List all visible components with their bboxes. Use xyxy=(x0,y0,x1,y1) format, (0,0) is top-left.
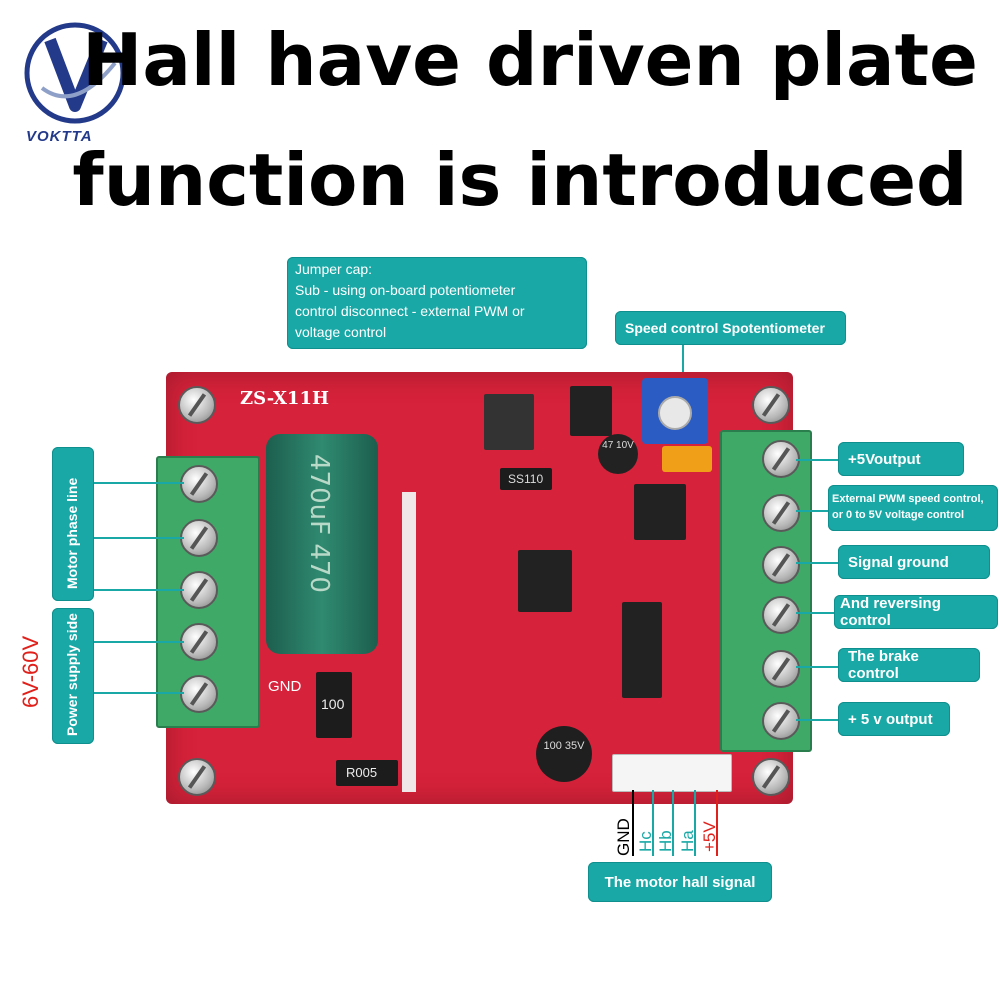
driver-board: ZS-X11H SS110 47 10V 470uF 470 100 GND R… xyxy=(166,372,793,804)
jumper-cap[interactable] xyxy=(662,446,712,472)
plus5-output-2-label: + 5 v output xyxy=(838,702,950,736)
pwm-control-label: External PWM speed control, or 0 to 5V v… xyxy=(828,485,998,531)
jumper-note-line-2: Sub - using on-board potentiometer xyxy=(295,282,516,298)
heatsink xyxy=(402,492,416,792)
plus5-output-label: +5Voutput xyxy=(838,442,964,476)
big-cap-label: 470uF 470 xyxy=(304,454,334,593)
voltage-range-label: 6V-60V xyxy=(18,635,43,708)
speed-pot-line xyxy=(682,345,684,395)
gnd-silkscreen: GND xyxy=(268,678,302,695)
pwm-line-2: or 0 to 5V voltage control xyxy=(832,509,965,521)
hall-wire-gnd xyxy=(632,790,634,856)
left-terminal-screw-2-icon[interactable] xyxy=(180,519,218,557)
r3-line xyxy=(796,562,838,564)
hall-wire-ha xyxy=(694,790,696,856)
reversing-control-label: And reversing control xyxy=(834,595,998,629)
right-terminal-block xyxy=(720,430,812,752)
hall-wire-hc xyxy=(652,790,654,856)
jumper-note: Jumper cap: Sub - using on-board potenti… xyxy=(287,257,587,349)
left-terminal-screw-5-icon[interactable] xyxy=(180,675,218,713)
terminal-mc: MC xyxy=(104,564,139,589)
hall-wire-5v xyxy=(716,790,718,856)
brake-control-label: The brake control xyxy=(838,648,980,682)
ic-u4 xyxy=(570,386,612,436)
diode-ss110: SS110 xyxy=(500,468,552,490)
pwm-line-1: External PWM speed control, xyxy=(832,493,984,505)
title-line-2: function is introduced xyxy=(72,138,968,222)
screw-top-right-icon xyxy=(752,386,790,424)
terminal-vminus: V- xyxy=(112,672,134,697)
hall-pin-hb: Hb xyxy=(656,830,675,852)
hall-signal-label: The motor hall signal xyxy=(588,862,772,902)
right-terminal-screw-2-icon[interactable] xyxy=(762,494,800,532)
r6-line xyxy=(796,719,838,721)
ma-line xyxy=(94,482,184,484)
resistor-100-label: 100 xyxy=(321,696,345,712)
left-terminal-screw-3-icon[interactable] xyxy=(180,571,218,609)
logo-icon xyxy=(24,22,126,124)
right-terminal-screw-3-icon[interactable] xyxy=(762,546,800,584)
screw-top-left-icon xyxy=(178,386,216,424)
big-capacitor: 470uF 470 xyxy=(266,434,378,654)
right-terminal-screw-5-icon[interactable] xyxy=(762,650,800,688)
board-model: ZS-X11H xyxy=(240,388,329,409)
signal-ground-label: Signal ground xyxy=(838,545,990,579)
brand-name: VOKTTA xyxy=(26,128,93,145)
terminal-mb: MB xyxy=(104,511,139,536)
cap-100-35v: 100 35V xyxy=(536,726,592,782)
right-terminal-screw-1-icon[interactable] xyxy=(762,440,800,478)
brand-logo xyxy=(20,18,130,128)
terminal-vplus: V+ xyxy=(108,619,142,644)
pot-knob-icon[interactable] xyxy=(658,396,692,430)
hall-pin-5v: +5V xyxy=(700,821,719,852)
small-cap-label: 47 10V xyxy=(602,440,634,451)
hall-pin-ha: Ha xyxy=(678,830,697,852)
speed-pot-label: Speed control Spotentiometer xyxy=(615,311,846,345)
screw-bottom-right-icon xyxy=(752,758,790,796)
resistor-r005-label: R005 xyxy=(346,765,378,780)
ic-driver xyxy=(622,602,662,698)
ic-main xyxy=(518,550,572,612)
motor-phase-box: Motor phase line xyxy=(52,447,94,601)
terminal-ma: MA xyxy=(100,456,135,481)
vplus-line xyxy=(94,641,184,643)
hall-connector[interactable] xyxy=(612,754,732,792)
hall-pin-gnd: GND xyxy=(614,818,633,856)
hall-wire-hb xyxy=(672,790,674,856)
hall-pin-hc: Hc xyxy=(636,831,655,852)
jumper-note-line-1: Jumper cap: xyxy=(295,261,373,277)
jumper-note-line-3: control disconnect - external PWM or xyxy=(295,303,525,319)
right-terminal-screw-4-icon[interactable] xyxy=(762,596,800,634)
diode-label: SS110 xyxy=(508,472,544,486)
ic-regulator xyxy=(634,484,686,540)
r4-line xyxy=(796,612,834,614)
left-terminal-screw-4-icon[interactable] xyxy=(180,623,218,661)
title-line-1: Hall have driven plate xyxy=(82,18,978,102)
mc-line xyxy=(94,589,184,591)
vminus-line xyxy=(94,692,184,694)
mb-line xyxy=(94,537,184,539)
right-terminal-screw-6-icon[interactable] xyxy=(762,702,800,740)
resistor-r005: R005 xyxy=(336,760,398,786)
r1-line xyxy=(796,459,838,461)
potentiometer[interactable] xyxy=(642,378,708,444)
cap-100-label: 100 35V xyxy=(543,740,585,752)
inductor xyxy=(484,394,534,450)
r2-line xyxy=(796,510,828,512)
motor-phase-label: Motor phase line xyxy=(64,477,80,589)
left-terminal-screw-1-icon[interactable] xyxy=(180,465,218,503)
power-side-box: Power supply side xyxy=(52,608,94,744)
jumper-note-line-4: voltage control xyxy=(295,324,387,340)
resistor-100: 100 xyxy=(316,672,352,738)
small-capacitor: 47 10V xyxy=(598,434,638,474)
power-side-label: Power supply side xyxy=(64,613,80,736)
r5-line xyxy=(796,666,838,668)
screw-bottom-left-icon xyxy=(178,758,216,796)
